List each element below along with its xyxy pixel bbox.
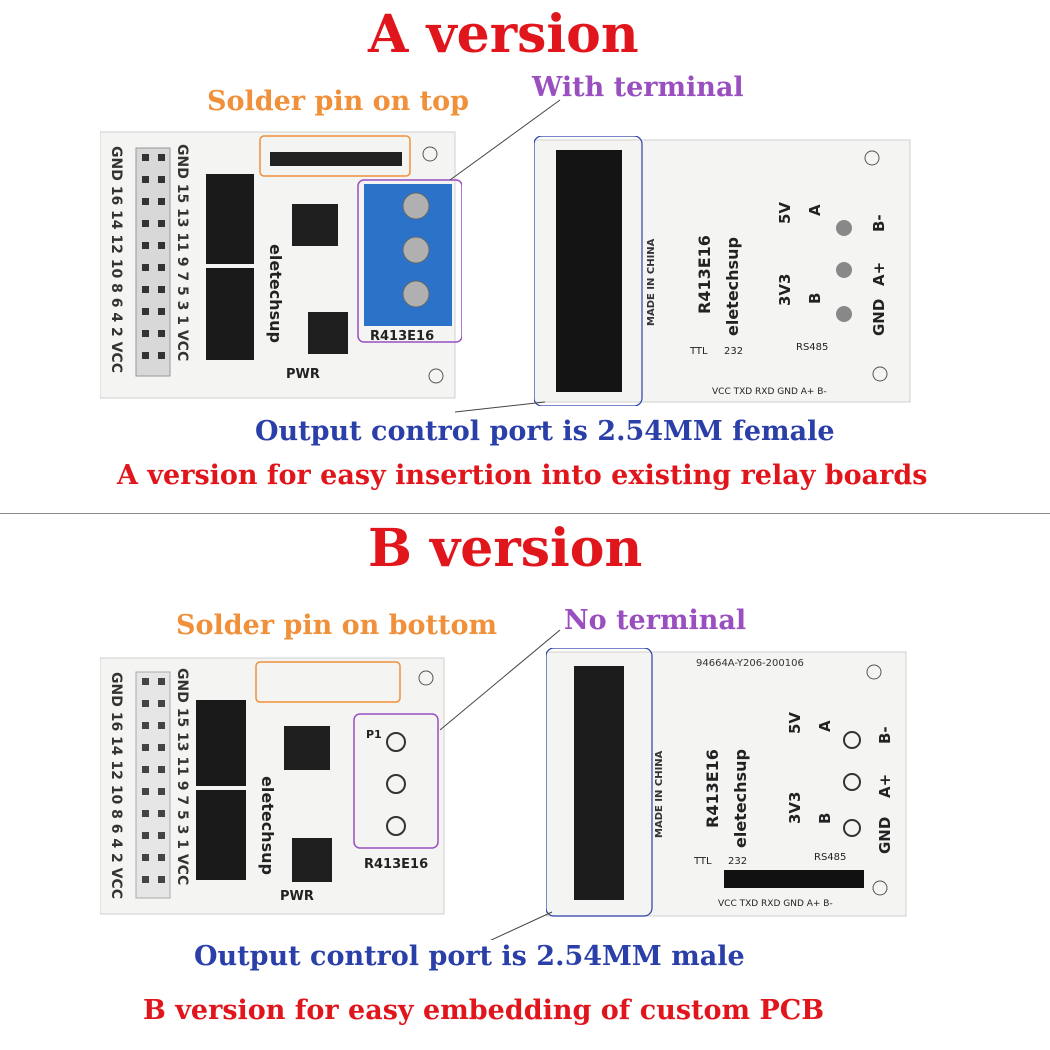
a-right-bminus: B- [870, 214, 888, 232]
a-left-brand: eletechsup [266, 244, 285, 343]
b-right-bottom-pins: VCC TXD RXD GND A+ B- [718, 899, 833, 909]
b-left-odd-labels: GND 15 13 11 9 7 5 3 1 VCC [174, 668, 190, 885]
b-right-b: B [816, 813, 834, 824]
a-right-bottom-pins: VCC TXD RXD GND A+ B- [712, 387, 827, 397]
a-right-made-in: MADE IN CHINA [646, 238, 657, 326]
b-left-p1: P1 [366, 728, 382, 741]
header-pin [158, 854, 165, 861]
header-pin [158, 722, 165, 729]
a-right-rs485: RS485 [796, 342, 828, 353]
b-right-a: A [816, 720, 834, 732]
a-left-even-labels: GND 16 14 12 10 8 6 4 2 VCC [108, 146, 124, 373]
header-pin [158, 242, 165, 249]
a-right-gnd: GND [870, 299, 888, 336]
b-usage-label: B version for easy embedding of custom P… [143, 995, 825, 1026]
header-pin [158, 876, 165, 883]
b-version-title: B version [368, 518, 643, 579]
b-left-brand: eletechsup [258, 776, 277, 875]
a-right-3v3: 3V3 [776, 274, 794, 306]
b-terminal-label: No terminal [564, 605, 747, 636]
b-right-3v3: 3V3 [786, 792, 804, 824]
header-pin [158, 678, 165, 685]
header-pin [142, 766, 149, 773]
a-right-b: B [806, 293, 824, 304]
a-left-model: R413E16 [370, 329, 434, 344]
b-right-ttl: TTL [693, 856, 712, 867]
a-right-ttl: TTL [689, 346, 708, 357]
header-pin [142, 220, 149, 227]
header-pin [158, 176, 165, 183]
a-usage-label: A version for easy insertion into existi… [117, 460, 928, 491]
header-pin [158, 220, 165, 227]
b-left-board-photo: GND 16 14 12 10 8 6 4 2 VCC GND 15 13 11… [100, 657, 445, 915]
header-pin [142, 810, 149, 817]
header-pin [142, 722, 149, 729]
header-pin [158, 264, 165, 271]
b-right-rs485: RS485 [814, 852, 846, 863]
b-right-bminus: B- [876, 726, 894, 744]
b-port-label: Output control port is 2.54MM male [194, 941, 745, 972]
header-pin [142, 286, 149, 293]
b-left-model: R413E16 [364, 857, 428, 872]
a-left-odd-labels: GND 15 13 11 9 7 5 3 1 VCC [174, 144, 190, 361]
header-pin [158, 700, 165, 707]
b-right-model: R413E16 [703, 749, 722, 828]
header-pin [158, 810, 165, 817]
header-pin [158, 154, 165, 161]
header-pin [158, 308, 165, 315]
b-left-pwr: PWR [280, 889, 314, 904]
a-right-model: R413E16 [695, 235, 714, 314]
header-pin [158, 788, 165, 795]
header-pin [142, 198, 149, 205]
header-pin [142, 154, 149, 161]
header-pin [142, 308, 149, 315]
a-right-brand: eletechsup [723, 237, 742, 336]
header-pin [142, 700, 149, 707]
a-terminal-label: With terminal [532, 72, 744, 103]
b-right-aplus: A+ [876, 774, 894, 798]
a-right-a: A [806, 204, 824, 216]
header-pin [158, 352, 165, 359]
header-pin [142, 832, 149, 839]
a-right-aplus: A+ [870, 262, 888, 286]
a-solder-label: Solder pin on top [207, 86, 470, 117]
b-right-232: 232 [728, 856, 747, 867]
a-right-232: 232 [724, 346, 743, 357]
header-pin [158, 766, 165, 773]
header-pin [142, 242, 149, 249]
header-pin [158, 832, 165, 839]
b-right-made-in: MADE IN CHINA [654, 750, 665, 838]
header-pin [142, 876, 149, 883]
a-callout-lines [449, 99, 561, 413]
a-right-board-photo: MADE IN CHINA R413E16 eletechsup 5V 3V3 … [534, 136, 911, 406]
b-left-even-labels: GND 16 14 12 10 8 6 4 2 VCC [108, 672, 124, 899]
header-pin [142, 744, 149, 751]
header-pin [158, 330, 165, 337]
b-right-5v: 5V [786, 712, 804, 734]
b-solder-label: Solder pin on bottom [176, 610, 498, 641]
a-left-board-photo: GND 16 14 12 10 8 6 4 2 VCC GND 15 13 11… [100, 131, 462, 399]
b-callout-lines [439, 629, 561, 940]
header-pin [142, 854, 149, 861]
b-right-brand: eletechsup [731, 749, 750, 848]
header-pin [158, 286, 165, 293]
b-right-serial: 94664A-Y206-200106 [696, 658, 804, 669]
header-pin [158, 744, 165, 751]
b-right-board-photo: 94664A-Y206-200106 MADE IN CHINA R413E16… [546, 648, 907, 917]
a-port-label: Output control port is 2.54MM female [255, 416, 835, 447]
header-pin [158, 198, 165, 205]
header-pin [142, 176, 149, 183]
a-version-title: A version [368, 4, 639, 65]
header-pin [142, 678, 149, 685]
header-pin [142, 264, 149, 271]
a-left-pwr: PWR [286, 367, 320, 382]
header-pin [142, 352, 149, 359]
header-pin [142, 788, 149, 795]
version-divider [0, 513, 1050, 514]
b-right-gnd: GND [876, 817, 894, 854]
a-right-5v: 5V [776, 202, 794, 224]
header-pin [142, 330, 149, 337]
